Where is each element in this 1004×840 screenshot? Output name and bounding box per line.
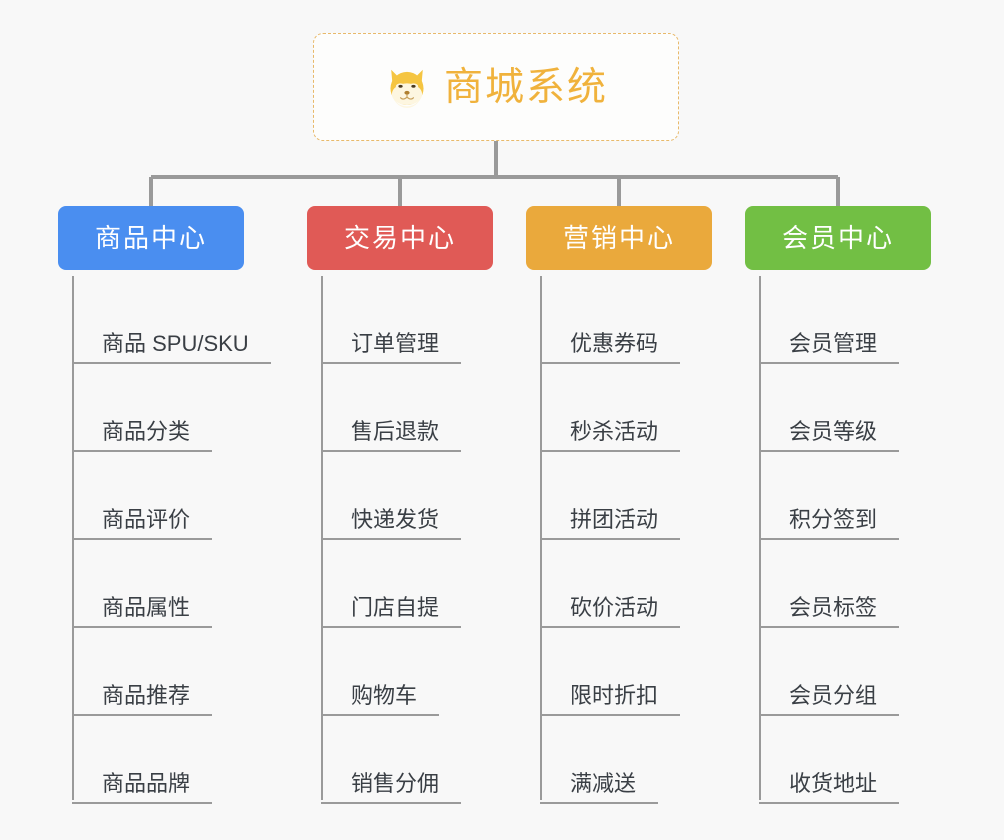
root-node[interactable]: 商城系统 bbox=[313, 33, 679, 141]
leaf-item-label: 销售分佣 bbox=[351, 770, 440, 796]
leaf-item-label: 商品品牌 bbox=[102, 770, 191, 796]
leaf-item-label: 快递发货 bbox=[351, 506, 440, 532]
category-node-2[interactable]: 交易中心 bbox=[307, 206, 493, 270]
leaf-item[interactable]: 会员分组 bbox=[759, 628, 900, 716]
leaf-item[interactable]: 购物车 bbox=[321, 628, 440, 716]
leaf-item-label: 订单管理 bbox=[351, 330, 440, 356]
leaf-item[interactable]: 商品品牌 bbox=[72, 716, 213, 804]
leaf-item-label: 商品分类 bbox=[102, 418, 191, 444]
leaf-item-label: 会员等级 bbox=[789, 418, 878, 444]
category-node-4[interactable]: 会员中心 bbox=[745, 206, 931, 270]
leaf-item-label: 满减送 bbox=[570, 770, 637, 796]
leaf-item-label: 秒杀活动 bbox=[570, 418, 659, 444]
leaf-item[interactable]: 会员管理 bbox=[759, 276, 900, 364]
leaf-item[interactable]: 拼团活动 bbox=[540, 452, 681, 540]
leaf-item[interactable]: 商品评价 bbox=[72, 452, 213, 540]
leaf-item[interactable]: 积分签到 bbox=[759, 452, 900, 540]
leaf-item-label: 门店自提 bbox=[351, 594, 440, 620]
leaf-item-label: 售后退款 bbox=[351, 418, 440, 444]
leaf-item[interactable]: 商品 SPU/SKU bbox=[72, 276, 271, 364]
leaf-item[interactable]: 优惠券码 bbox=[540, 276, 681, 364]
leaf-item-label: 拼团活动 bbox=[570, 506, 659, 532]
leaf-item[interactable]: 秒杀活动 bbox=[540, 364, 681, 452]
leaf-item[interactable]: 会员等级 bbox=[759, 364, 900, 452]
leaf-item-label: 会员分组 bbox=[789, 682, 878, 708]
leaf-item[interactable]: 砍价活动 bbox=[540, 540, 681, 628]
category-node-3[interactable]: 营销中心 bbox=[526, 206, 712, 270]
leaf-item[interactable]: 门店自提 bbox=[321, 540, 462, 628]
leaf-item[interactable]: 会员标签 bbox=[759, 540, 900, 628]
leaf-item[interactable]: 商品属性 bbox=[72, 540, 213, 628]
category-label: 会员中心 bbox=[781, 223, 894, 253]
leaf-item-label: 砍价活动 bbox=[570, 594, 659, 620]
leaf-item-label: 限时折扣 bbox=[570, 682, 659, 708]
leaf-item-label: 积分签到 bbox=[789, 506, 878, 532]
leaf-item[interactable]: 满减送 bbox=[540, 716, 659, 804]
leaf-item[interactable]: 售后退款 bbox=[321, 364, 462, 452]
shiba-dog-face-icon bbox=[390, 69, 424, 108]
category-node-1[interactable]: 商品中心 bbox=[58, 206, 244, 270]
leaf-item-label: 商品 SPU/SKU bbox=[102, 330, 249, 356]
leaf-item[interactable]: 销售分佣 bbox=[321, 716, 462, 804]
leaf-item-label: 商品属性 bbox=[102, 594, 191, 620]
category-label: 交易中心 bbox=[343, 223, 456, 253]
leaf-item[interactable]: 商品分类 bbox=[72, 364, 213, 452]
leaf-item[interactable]: 商品推荐 bbox=[72, 628, 213, 716]
leaf-item[interactable]: 订单管理 bbox=[321, 276, 462, 364]
leaf-item-label: 会员管理 bbox=[789, 330, 878, 356]
category-label: 营销中心 bbox=[562, 223, 675, 253]
leaf-item[interactable]: 收货地址 bbox=[759, 716, 900, 804]
leaf-item[interactable]: 限时折扣 bbox=[540, 628, 681, 716]
leaf-item-label: 收货地址 bbox=[789, 770, 878, 796]
leaf-item-label: 商品推荐 bbox=[102, 682, 191, 708]
root-title: 商城系统 bbox=[443, 65, 608, 109]
leaf-item[interactable]: 快递发货 bbox=[321, 452, 462, 540]
leaf-item-label: 购物车 bbox=[351, 682, 418, 708]
leaf-item-label: 会员标签 bbox=[789, 594, 878, 620]
category-label: 商品中心 bbox=[94, 223, 207, 253]
leaf-item-label: 商品评价 bbox=[102, 506, 191, 532]
leaf-item-label: 优惠券码 bbox=[570, 330, 659, 356]
